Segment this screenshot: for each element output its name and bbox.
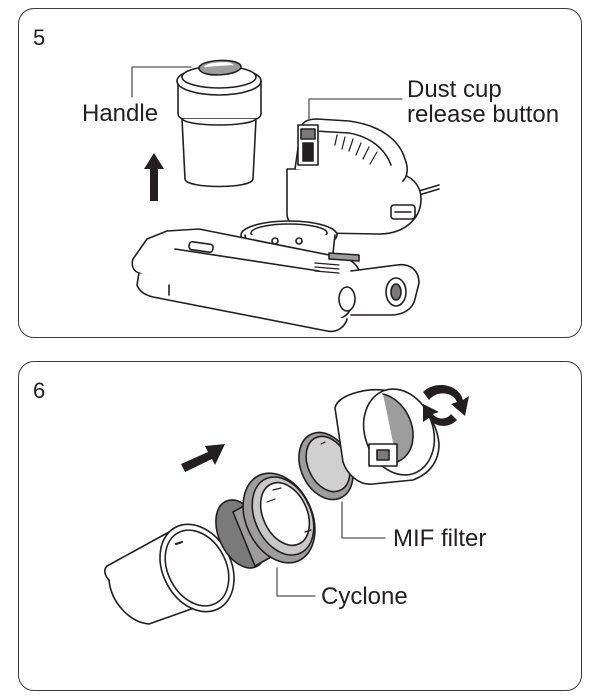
release-button-label-line1: Dust cup: [407, 76, 502, 103]
dust-cup-icon: [176, 59, 262, 188]
vacuum-body-icon: [240, 118, 440, 263]
cup-lid-icon: [334, 388, 440, 485]
filter-leader-line: [341, 501, 386, 539]
step-6-panel: 6: [18, 361, 582, 691]
cyclone-label: Cyclone: [321, 583, 408, 610]
handle-label: Handle: [82, 100, 159, 127]
up-arrow-icon: [144, 153, 164, 201]
step-5-illustration: [131, 59, 440, 333]
step-number: 5: [33, 25, 46, 50]
mif-filter-icon: [298, 431, 354, 501]
step-6-illustration: [104, 385, 469, 625]
step-number: 6: [33, 378, 46, 403]
release-button-label-line2: release button: [407, 101, 560, 128]
release-button-leader-line: [308, 98, 403, 126]
rotate-arrow-icon: [423, 385, 469, 426]
cyclone-icon: [215, 472, 316, 569]
dust-cup-icon: [104, 523, 235, 625]
mif-filter-label: MIF filter: [393, 525, 487, 552]
push-arrow-icon: [181, 444, 225, 472]
handle-leader-line: [131, 66, 192, 98]
step-5-panel: 5: [18, 8, 582, 338]
cyclone-leader-line: [276, 567, 316, 597]
floor-head-icon: [131, 228, 420, 333]
